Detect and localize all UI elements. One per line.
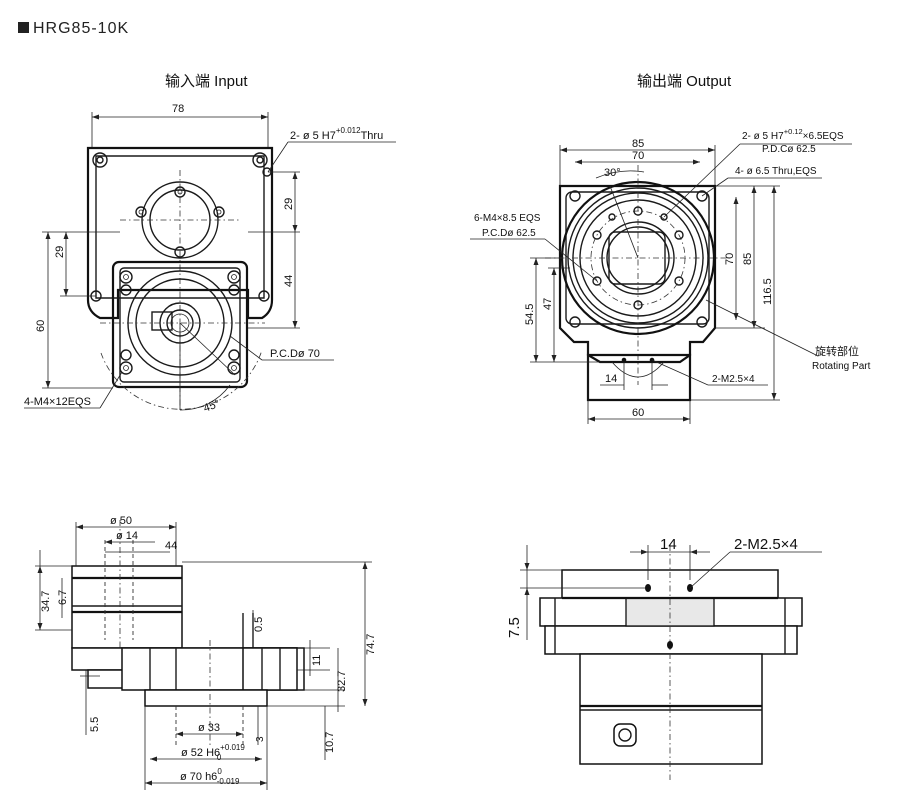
side-d50: ø 50 [110, 515, 132, 527]
side-d34-7: 34.7 [40, 591, 52, 612]
side-d14: ø 14 [116, 530, 138, 542]
output-dim-85-top: 85 [632, 138, 644, 150]
rotating-label-en: Rotating Part [812, 361, 871, 372]
output-pcd-left: P.C.Dø 62.5 [482, 228, 536, 239]
input-hole-note: 2- ø 5 H7+0.012Thru [290, 126, 383, 142]
input-view-title: 输入端 Input [165, 73, 248, 90]
side-d33: ø 33 [198, 722, 220, 734]
input-tapped-note: 4-M4×12EQS [24, 396, 91, 408]
side-view-right: 14 2-M2.5×4 7.5 [506, 536, 822, 780]
side-d0-5: 0.5 [253, 617, 265, 632]
title-square-icon [18, 22, 29, 33]
input-dim-60: 60 [35, 320, 47, 332]
output-view: 输出端 Output 85 70 30° [470, 73, 871, 424]
side-d44: 44 [165, 540, 177, 552]
output-dim-47: 47 [542, 298, 554, 310]
input-view: 输入端 Input 78 [24, 73, 396, 415]
side-d11: 11 [311, 655, 323, 666]
output-dim-70-v: 70 [724, 253, 736, 265]
side-right-d7-5: 7.5 [506, 617, 523, 638]
input-dim-44: 44 [283, 275, 295, 287]
output-dim-60: 60 [632, 407, 644, 419]
side-d70: ø 70 h60-0.019 [180, 767, 240, 786]
side-d5-5: 5.5 [89, 717, 101, 732]
input-dim-78: 78 [172, 103, 184, 115]
output-dim-54-5: 54.5 [524, 304, 536, 325]
output-view-title: 输出端 Output [637, 73, 732, 90]
output-dim-85-v: 85 [742, 253, 754, 265]
output-hole-note: 2- ø 5 H7+0.12×6.5EQS [742, 127, 844, 142]
side-d10-7: 10.7 [324, 732, 336, 753]
side-d3: 3 [255, 736, 266, 742]
side-right-d14: 14 [660, 536, 677, 553]
output-dim-70-top: 70 [632, 150, 644, 162]
output-m4-note: 6-M4×8.5 EQS [474, 213, 541, 224]
output-dim-116-5: 116.5 [762, 278, 774, 305]
model-title: HRG85-10K [33, 20, 129, 37]
side-d6-7: 6.7 [57, 590, 69, 605]
input-dim-29-left: 29 [54, 246, 66, 258]
input-angle-45: 45° [202, 398, 222, 415]
output-thru-note: 4- ø 6.5 Thru,EQS [735, 166, 817, 177]
side-d74-7: 74.7 [365, 634, 377, 655]
output-m25-note: 2-M2.5×4 [712, 374, 755, 385]
side-right-m25: 2-M2.5×4 [734, 536, 798, 553]
side-d32-7: 32.7 [336, 671, 348, 692]
side-view-left: ø 50 ø 14 44 34.7 6.7 0.5 74.7 11 32.7 1… [35, 515, 377, 790]
rotating-label-cn: 旋转部位 [815, 344, 859, 358]
output-dim-14: 14 [605, 373, 617, 385]
input-dim-29-right: 29 [283, 198, 295, 210]
output-pdc-right: P.D.Cø 62.5 [762, 144, 816, 155]
input-pcd-note: P.C.Dø 70 [270, 348, 320, 360]
